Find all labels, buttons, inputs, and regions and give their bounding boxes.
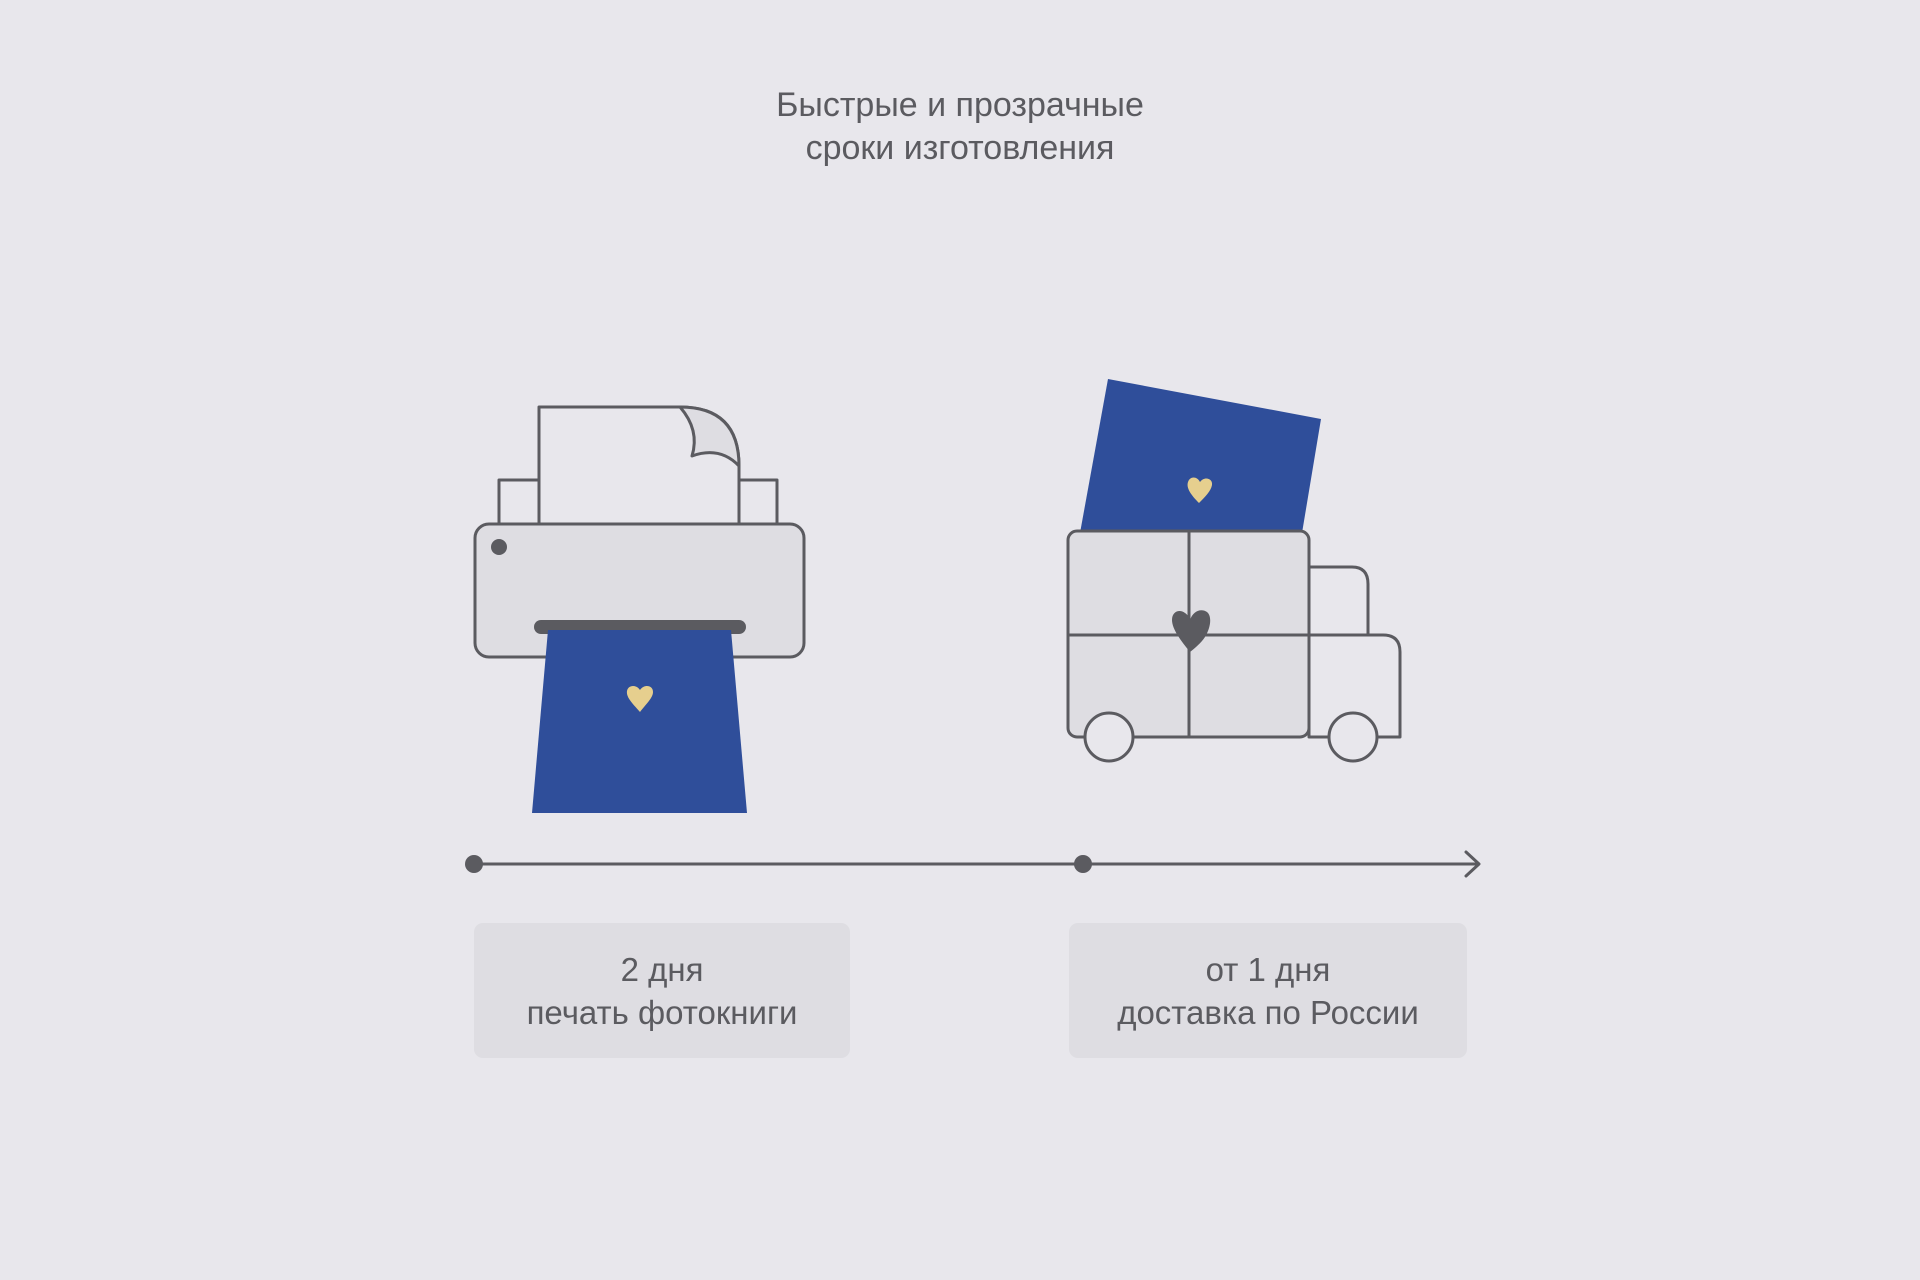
- wheel-icon: [1327, 711, 1379, 763]
- title-line-1: Быстрые и прозрачные: [776, 86, 1144, 124]
- page-curl-icon: [678, 405, 741, 468]
- stage-card-delivery: от 1 дня доставка по России: [1069, 923, 1467, 1058]
- stage-description: печать фотокниги: [526, 993, 798, 1031]
- truck-cargo-photobook: [1080, 379, 1321, 533]
- power-light-icon: [491, 539, 507, 555]
- wheel-icon: [1083, 711, 1135, 763]
- heart-icon: [1172, 610, 1211, 652]
- timeline-dot-middle: [1074, 855, 1092, 873]
- timeline: [465, 850, 1481, 878]
- printed-photobook: [532, 630, 747, 813]
- stage-duration: от 1 дня: [1205, 950, 1331, 988]
- title-line-2: сроки изготовления: [805, 129, 1115, 167]
- stage-duration: 2 дня: [620, 950, 704, 988]
- printer-icon: [473, 405, 806, 659]
- timeline-dot-start: [465, 855, 483, 873]
- stage-card-printing: 2 дня печать фотокниги: [474, 923, 850, 1058]
- page-title: Быстрые и прозрачные сроки изготовления: [0, 84, 1920, 170]
- heart-icon: [1187, 477, 1213, 503]
- heart-icon: [626, 685, 653, 712]
- stage-description: доставка по России: [1117, 993, 1419, 1031]
- delivery-truck-icon: [1066, 529, 1402, 763]
- arrow-right-icon: [1464, 850, 1481, 878]
